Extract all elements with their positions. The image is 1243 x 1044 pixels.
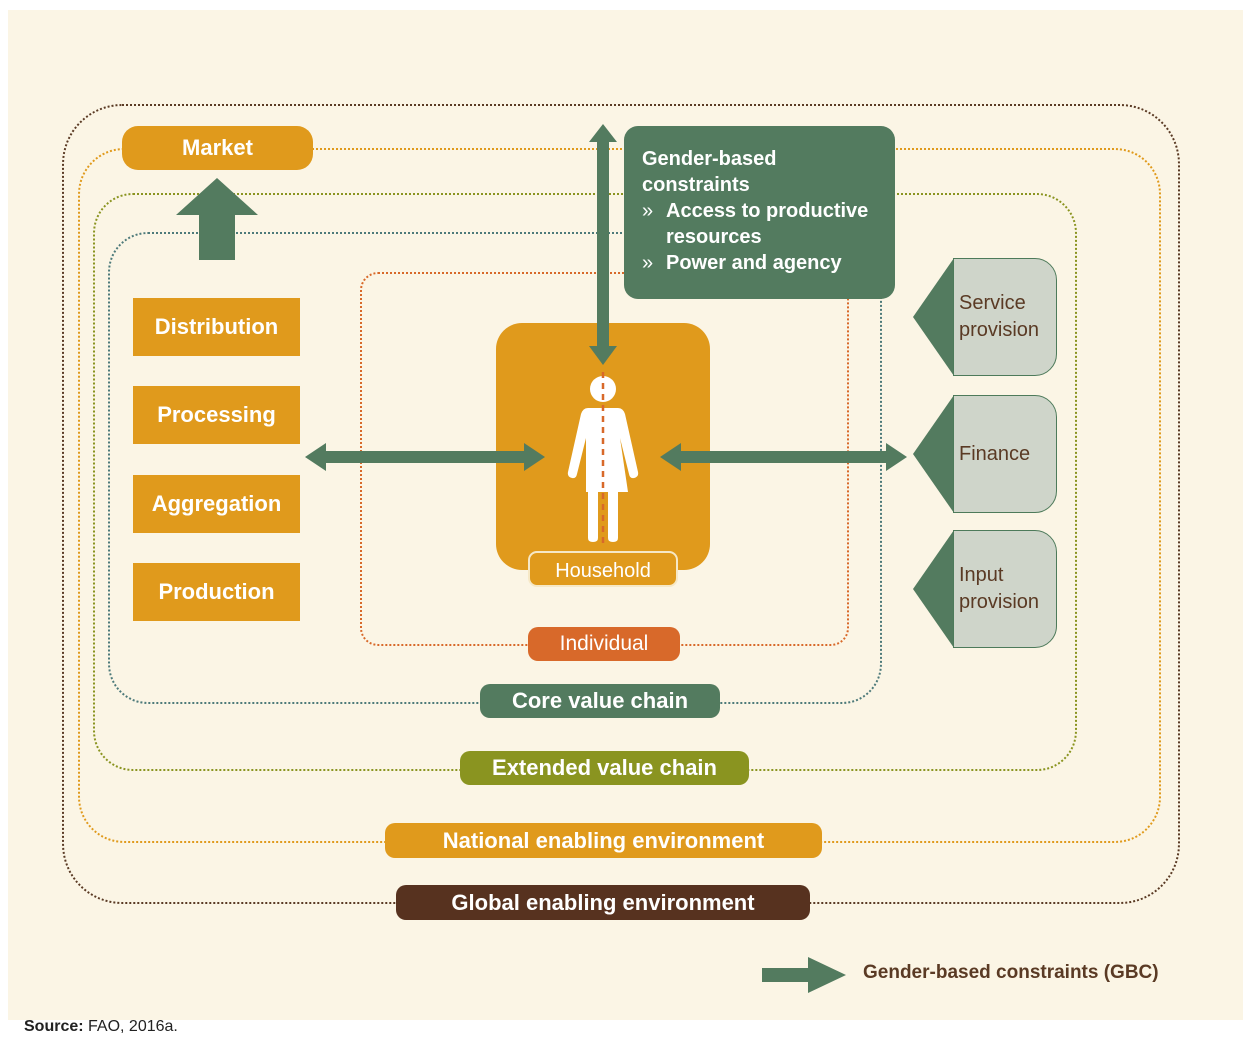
stage-production: Production: [133, 563, 300, 621]
source-text: FAO, 2016a.: [88, 1018, 178, 1035]
global-environment-label: Global enabling environment: [396, 885, 810, 920]
gbc-title-line2: constraints: [642, 174, 750, 196]
input-provision-line2: provision: [959, 591, 1040, 613]
input-provision-pointer: [913, 530, 954, 648]
national-environment-label: National enabling environment: [385, 823, 822, 858]
market-up-arrow: [176, 178, 258, 260]
gbc-bullet1-line1: Access to productive: [666, 200, 869, 222]
core-value-chain-label: Core value chain: [480, 684, 720, 718]
individual-label: Individual: [528, 627, 680, 661]
legend-arrow-icon: [762, 957, 846, 993]
service-provision-box: Service provision: [953, 258, 1057, 376]
source-note: Source: FAO, 2016a.: [24, 1018, 178, 1036]
input-provision-line1: Input: [959, 564, 1004, 586]
gbc-bullet1-line2: resources: [666, 226, 762, 248]
legend-label: Gender-based constraints (GBC): [863, 962, 1159, 983]
gbc-callout-box: Gender-based constraints » Access to pro…: [624, 126, 895, 299]
finance-box: Finance: [953, 395, 1057, 513]
input-provision-box: Input provision: [953, 530, 1057, 648]
gbc-bullet2: Power and agency: [666, 252, 842, 274]
service-provision-pointer: [913, 258, 954, 376]
market-label: Market: [122, 126, 313, 170]
right-horizontal-arrow: [660, 443, 907, 471]
gbc-vertical-arrow: [589, 124, 617, 365]
stage-processing: Processing: [133, 386, 300, 444]
finance-pointer: [913, 395, 954, 513]
stage-distribution: Distribution: [133, 298, 300, 356]
finance-line1: Finance: [959, 442, 1031, 465]
service-provision-line2: provision: [959, 319, 1040, 341]
bullet-marker: »: [642, 252, 654, 274]
household-label: Household: [528, 551, 678, 587]
extended-value-chain-label: Extended value chain: [460, 751, 749, 785]
stage-aggregation: Aggregation: [133, 475, 300, 533]
bullet-marker: »: [642, 200, 654, 222]
gbc-title-line1: Gender-based: [642, 148, 777, 170]
source-label: Source:: [24, 1018, 84, 1035]
left-horizontal-arrow: [305, 443, 545, 471]
service-provision-line1: Service: [959, 292, 1026, 314]
